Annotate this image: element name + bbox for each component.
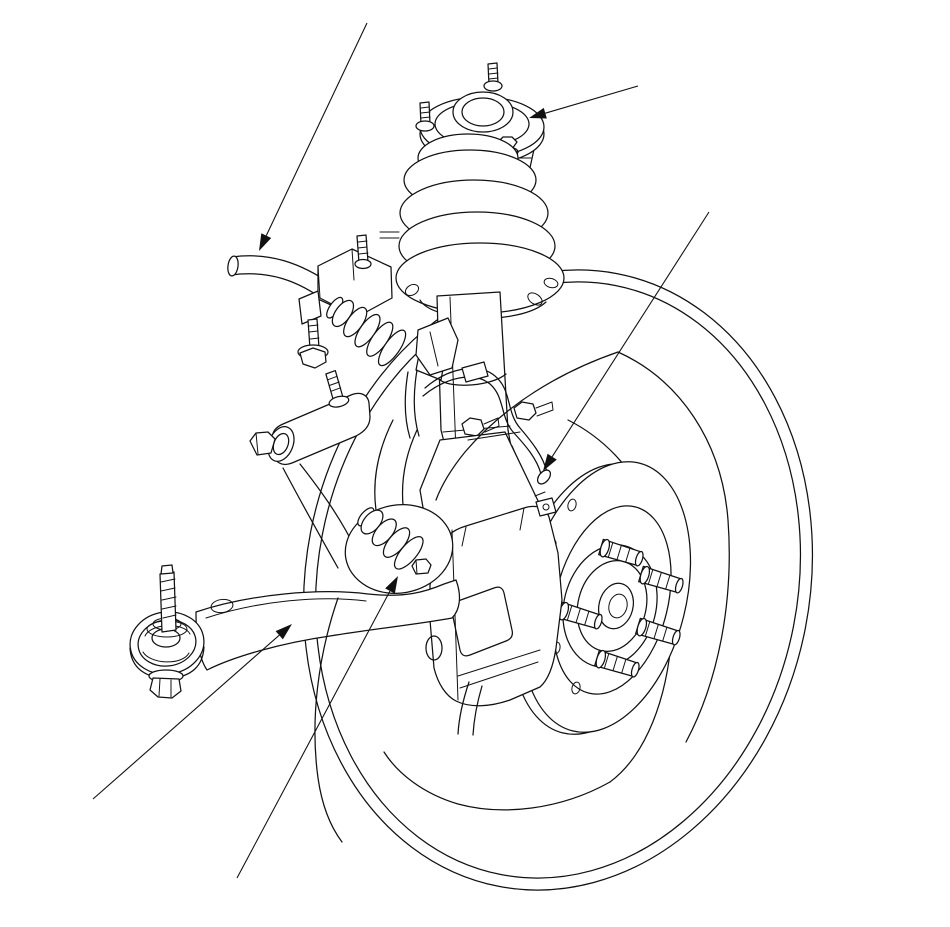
brake-rotor-arrowhead: [543, 453, 557, 471]
stabilizer-bar-arrowhead: [259, 233, 272, 251]
bracket-bolt: [355, 235, 371, 269]
arm-bushing: [126, 565, 208, 698]
lower-control-arm-arrowhead: [275, 624, 292, 640]
strut-assembly: [380, 63, 564, 508]
lower-control-arm: [126, 565, 459, 698]
brake-hose: [423, 362, 553, 486]
guide-pin-boss: [426, 636, 442, 660]
abs-wire: [405, 372, 410, 438]
wheel-hub: [550, 535, 685, 680]
callout-ball-joint: [237, 576, 398, 878]
pinch-bolt: [514, 402, 553, 420]
strut-top-mount-arrowhead: [529, 107, 547, 119]
hose-bracket: [416, 318, 458, 375]
callout-brake-disc: [543, 212, 709, 471]
mount-bolt: [250, 432, 275, 455]
callout-arrows: [93, 23, 709, 878]
mount-stud: [484, 63, 502, 91]
callout-stabilizer-bar: [259, 23, 367, 251]
hose-clip: [462, 362, 488, 382]
tire-phantom-lines: [315, 352, 618, 842]
callout-strut-top-mount: [529, 86, 638, 119]
subframe-edge: [283, 468, 338, 568]
arm-hole: [210, 598, 234, 614]
ball-joint-nut: [412, 559, 431, 574]
bar-end: [227, 255, 240, 276]
mount-stud: [416, 102, 434, 131]
abs-wire: [414, 370, 419, 436]
wheel-studs: [557, 538, 685, 679]
bracket-bolt: [298, 319, 328, 368]
hose-end-fitting: [535, 468, 553, 487]
mount-stud: [322, 369, 350, 409]
bracket-tab: [299, 291, 321, 324]
stabilizer-boot: [319, 288, 411, 370]
callout-lower-arm: [93, 624, 292, 799]
bushing-nut: [149, 670, 183, 698]
radius-rod-mount: [250, 369, 370, 568]
ball-joint-boot-arrowhead: [385, 576, 398, 594]
ball-joint-boot: [338, 496, 460, 601]
banjo-fitting: [536, 498, 556, 516]
hub-center-cap: [594, 580, 638, 633]
bushing-stud: [160, 565, 176, 632]
pinch-bolt: [462, 418, 499, 436]
